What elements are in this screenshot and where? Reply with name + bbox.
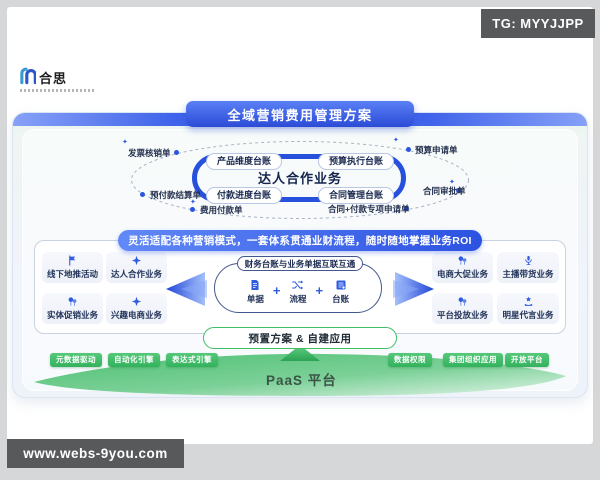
business-item-label: 电商大促业务 (436, 269, 488, 279)
logo-text: 合思 (39, 71, 68, 86)
tg-badge: TG: MYYJJPP (481, 9, 595, 38)
interconnect-title: 财务台账与业务单据互联互通 (237, 256, 363, 271)
center-business-label: 达人合作业务 (257, 171, 342, 186)
doc-node-expense-payment: 费用付款单 (200, 205, 243, 215)
business-item-label: 平台投放业务 (436, 310, 488, 320)
sparkle-icon (131, 296, 142, 307)
page-title-banner: 全域营销费用管理方案 (186, 101, 414, 127)
business-item-label: 达人合作业务 (110, 269, 162, 279)
unit-document: 单据 (247, 279, 264, 305)
business-item-label: 兴趣电商业务 (110, 310, 162, 320)
unit-label: 流程 (289, 294, 307, 304)
business-item-label: 主播带货业务 (502, 269, 554, 279)
doc-node-invoice-writeoff: 发票核销单 (128, 148, 171, 158)
pill-contract-mgmt-ledger: 合同管理台账 (318, 187, 394, 204)
business-item-livestream: 主播带货业务 (497, 252, 559, 283)
pill-payment-progress-ledger: 付款进度台账 (206, 187, 282, 204)
balloons-icon (68, 297, 77, 306)
paas-tag-group-org: 集团组织应用 (443, 353, 503, 367)
doc-node-contract-payment-request: 合同+付款专项申请单 (328, 204, 410, 214)
logo-tagline (20, 89, 96, 92)
microphone-icon (524, 255, 532, 266)
business-item-label: 明星代言业务 (502, 310, 554, 320)
site-watermark: www.webs-9you.com (7, 439, 184, 468)
balloons-icon (458, 256, 467, 265)
pill-product-ledger: 产品维度台账 (206, 153, 282, 170)
business-item-label: 线下地推活动 (46, 269, 98, 279)
paas-tag-automation: 自动化引擎 (108, 353, 160, 367)
business-item-celebrity-endorsement: 明星代言业务 (497, 293, 559, 324)
doc-node-budget-request: 预算申请单 (415, 145, 458, 155)
node-dot (174, 150, 179, 155)
ledger-loop (192, 154, 406, 202)
business-item-platform-ads: 平台投放业务 (432, 293, 493, 324)
paas-tag-data-permission: 数据权限 (388, 353, 432, 367)
sparkle-icon: ✦ (122, 139, 128, 146)
paas-tag-metadata: 元数据驱动 (50, 353, 102, 367)
sparkle-icon: ✦ (190, 199, 196, 206)
logo-icon (20, 67, 36, 85)
node-dot (456, 188, 461, 193)
sparkle-icon: ✦ (449, 179, 455, 186)
unit-label: 台账 (332, 294, 350, 304)
flag-icon (69, 255, 76, 266)
business-item-retail-promo: 实体促销业务 (42, 293, 103, 324)
node-dot (140, 192, 145, 197)
flow-icon (292, 280, 304, 290)
arrow-left-icon (166, 272, 207, 306)
plus-icon: + (315, 283, 324, 298)
dashed-ellipse (131, 141, 469, 219)
sparkle-icon (131, 255, 142, 266)
balloons-icon (458, 297, 467, 306)
paas-tag-expression: 表达式引擎 (166, 353, 218, 367)
node-dot (190, 207, 195, 212)
sparkle-icon: ✦ (393, 137, 399, 144)
preset-pill: 预置方案 & 自建应用 (203, 327, 397, 349)
business-item-offline-promo: 线下地推活动 (42, 252, 103, 283)
ledger-icon (336, 280, 346, 290)
business-item-influencer: 达人合作业务 (106, 252, 167, 283)
paas-label: PaaS 平台 (266, 373, 337, 388)
business-item-ecommerce-sale: 电商大促业务 (432, 252, 493, 283)
hand-star-icon (524, 296, 532, 306)
business-item-label: 实体促销业务 (46, 310, 98, 320)
tagline-banner: 灵活适配各种营销模式，一套体系贯通业财流程，随时随地掌握业务ROI (118, 230, 482, 251)
document-icon (251, 280, 259, 290)
doc-node-prepay-settlement: 预付款结算单 (150, 190, 202, 200)
unit-ledger: 台账 (332, 279, 349, 305)
unit-label: 单据 (246, 294, 264, 304)
doc-node-contract-approval: 合同审批单 (423, 186, 466, 196)
pill-budget-exec-ledger: 预算执行台账 (318, 153, 394, 170)
arrow-right-icon (393, 272, 434, 306)
node-dot (406, 147, 411, 152)
plus-icon: + (272, 283, 281, 298)
unit-flow: 流程 (289, 279, 307, 305)
paas-tag-open-platform: 开放平台 (505, 353, 549, 367)
business-item-interest-ecommerce: 兴趣电商业务 (106, 293, 167, 324)
node-dot (404, 206, 409, 211)
green-up-arrow-icon (280, 345, 320, 361)
